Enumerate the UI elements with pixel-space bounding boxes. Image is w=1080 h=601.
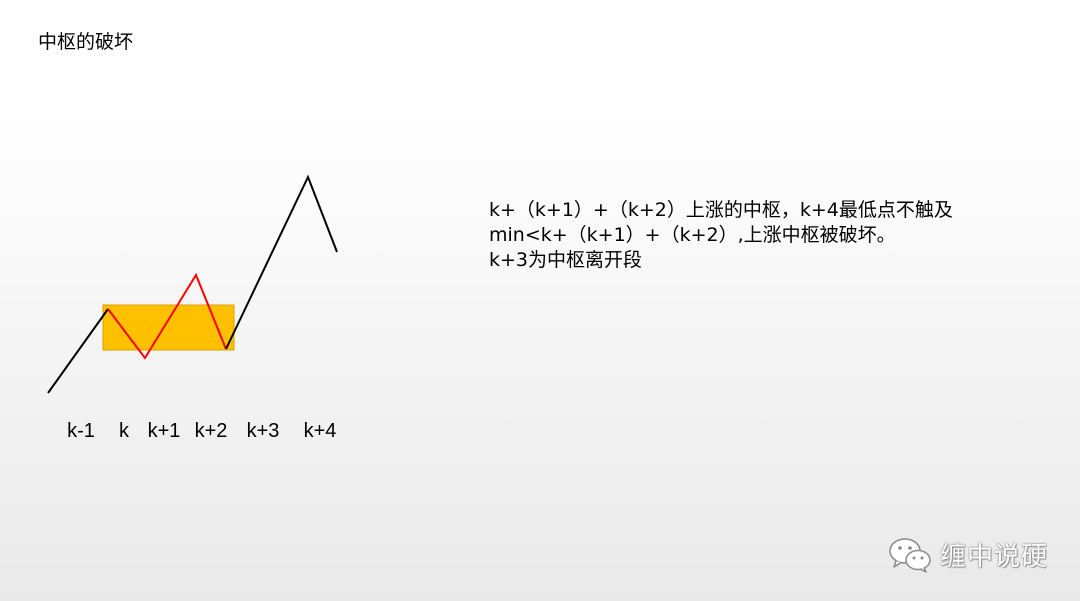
zhongshu-strokes [107,272,227,360]
watermark: 缠中说硬 [888,536,1048,573]
explanation-line-3: k+3为中枢离开段 [489,249,643,271]
stroke-label-k: k [119,420,129,442]
stroke-label-k-minus-1: k-1 [67,420,95,442]
stroke-k-plus-3-and-k-plus-4 [225,174,338,350]
explanation-line-1: k+（k+1）+（k+2）上涨的中枢，k+4最低点不触及 [489,199,953,221]
watermark-text: 缠中说硬 [940,542,1049,572]
wechat-icon [889,537,931,573]
explanation-line-2: min<k+（k+1）+（k+2）,上涨中枢被破坏。 [489,224,896,246]
stroke-k-minus-1 [47,308,109,394]
stroke-label-k-plus-4: k+4 [303,420,337,442]
stroke-label-k-plus-1: k+1 [147,420,181,442]
stroke-label-k-plus-3: k+3 [246,420,280,442]
stroke-label-k-plus-2: k+2 [194,420,228,442]
slide-title: 中枢的破坏 [38,31,134,53]
explanation-text: k+（k+1）+（k+2）上涨的中枢，k+4最低点不触及 min<k+（k+1）… [489,198,953,273]
